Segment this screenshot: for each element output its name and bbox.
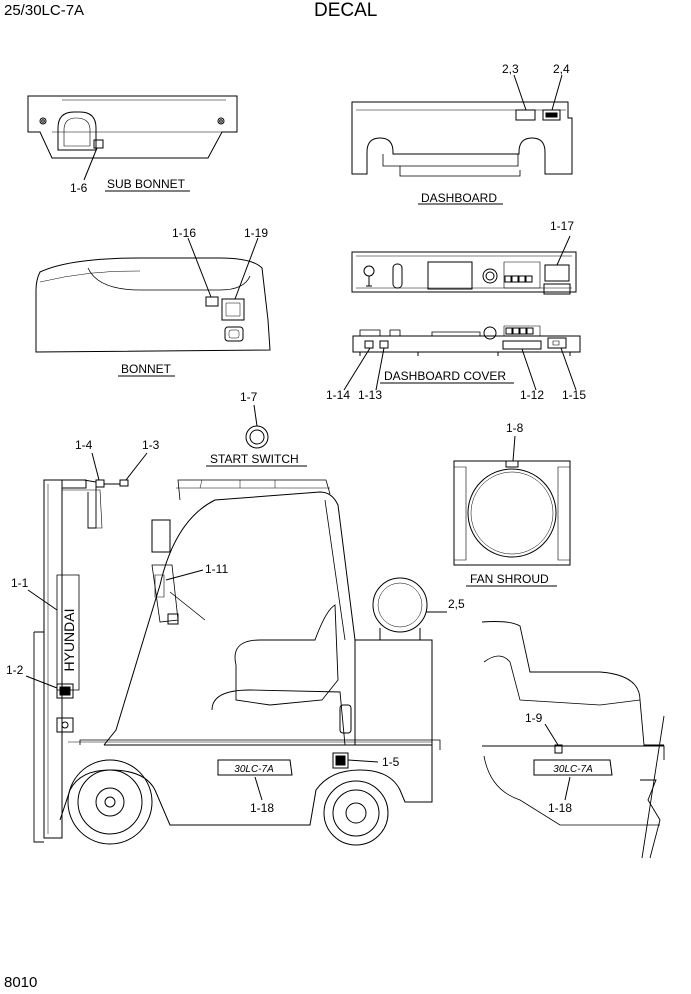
callout-2-4: 2,4 <box>553 62 570 76</box>
callout-1-18-right: 1-18 <box>548 801 573 815</box>
callout-1-11: 1-11 <box>205 562 229 576</box>
sub-bonnet-drawing <box>28 96 237 180</box>
callout-1-9: 1-9 <box>525 711 543 725</box>
callout-1-13: 1-13 <box>358 388 383 402</box>
caption-bonnet: BONNET <box>121 362 172 376</box>
callout-1-6: 1-6 <box>70 181 88 195</box>
dashboard-drawing <box>352 75 572 176</box>
caption-sub-bonnet: SUB BONNET <box>107 177 186 191</box>
dashboard-cover-drawing <box>344 326 580 390</box>
callout-1-5: 1-5 <box>382 755 400 769</box>
callout-2-3: 2,3 <box>502 62 519 76</box>
callout-1-8: 1-8 <box>506 421 524 435</box>
mast-hyundai-text: HYUNDAI <box>61 608 77 671</box>
caption-fan-shroud: FAN SHROUD <box>470 572 549 586</box>
callout-1-15: 1-15 <box>562 388 587 402</box>
callout-1-12: 1-12 <box>520 388 545 402</box>
start-switch-drawing <box>246 405 268 448</box>
caption-dashboard: DASHBOARD <box>421 191 498 205</box>
page-number: 8010 <box>4 974 38 991</box>
model-badge-right: 30LC-7A <box>553 764 593 775</box>
page-title: DECAL <box>314 0 378 21</box>
callout-1-4: 1-4 <box>75 438 93 452</box>
dashboard-front-drawing <box>352 236 576 294</box>
callout-1-2: 1-2 <box>6 663 24 677</box>
forklift-side-drawing <box>26 453 447 845</box>
callout-1-7: 1-7 <box>240 390 258 404</box>
callout-1-16: 1-16 <box>172 226 197 240</box>
model-badge-left: 30LC-7A <box>234 764 274 775</box>
model-number: 25/30LC-7A <box>4 2 85 19</box>
callout-2-5: 2,5 <box>448 597 465 611</box>
callout-1-19: 1-19 <box>244 226 269 240</box>
bonnet-drawing <box>36 238 270 352</box>
caption-underlines <box>105 191 557 586</box>
forklift-rear-detail-drawing <box>482 622 664 859</box>
callout-1-1: 1-1 <box>11 576 29 590</box>
callout-1-18-left: 1-18 <box>250 801 275 815</box>
caption-start-switch: START SWITCH <box>210 452 299 466</box>
fan-shroud-drawing <box>454 436 570 565</box>
caption-dashboard-cover: DASHBOARD COVER <box>384 369 507 383</box>
callout-1-3: 1-3 <box>142 438 160 452</box>
callout-1-14: 1-14 <box>326 388 351 402</box>
callout-1-17: 1-17 <box>550 219 575 233</box>
